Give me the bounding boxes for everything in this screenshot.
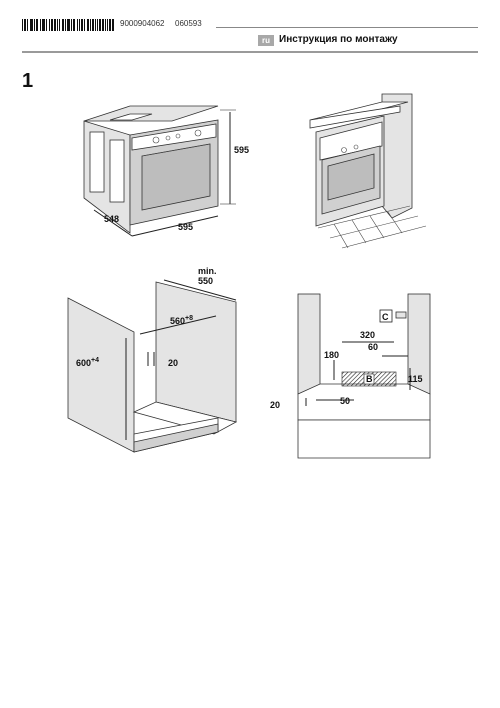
dim-60: 60 <box>368 342 378 352</box>
ventilation-section-drawing: B C 320 60 180 115 20 50 <box>270 293 431 459</box>
dim-20: 20 <box>270 400 280 410</box>
document-code: 9000904062 <box>120 19 165 28</box>
min-width-label: 550 <box>198 276 213 286</box>
dim-115: 115 <box>408 374 423 384</box>
oven-width-label: 595 <box>178 222 193 232</box>
date-code: 060593 <box>175 19 202 28</box>
barcode <box>22 19 114 31</box>
page-title: Инструкция по монтажу <box>279 34 398 45</box>
svg-text:560+8: 560+8 <box>170 315 193 326</box>
cabinet-niche-drawing: min. 550 560+8 600+4 20 <box>67 266 238 453</box>
dim-320: 320 <box>360 330 375 340</box>
label-c: C <box>382 312 389 322</box>
oven-depth-label: 548 <box>104 214 119 224</box>
language-badge: ru <box>258 35 274 46</box>
height-tolerance: +4 <box>91 357 99 364</box>
label-b: B <box>366 374 373 384</box>
built-in-view-drawing <box>309 93 427 249</box>
min-label: min. <box>198 266 217 276</box>
oven-dimensions-drawing: 595 548 595 <box>83 105 249 237</box>
dim-180: 180 <box>324 350 339 360</box>
gap-label: 20 <box>168 358 178 368</box>
inner-width-label: 560 <box>170 316 185 326</box>
svg-text:600+4: 600+4 <box>76 357 99 368</box>
height-label: 600 <box>76 358 91 368</box>
inner-width-tolerance: +8 <box>185 315 193 322</box>
figure-number: 1 <box>22 70 34 92</box>
dim-50: 50 <box>340 396 350 406</box>
section-divider <box>22 51 478 53</box>
header-rule <box>216 27 478 28</box>
oven-height-label: 595 <box>234 145 249 155</box>
